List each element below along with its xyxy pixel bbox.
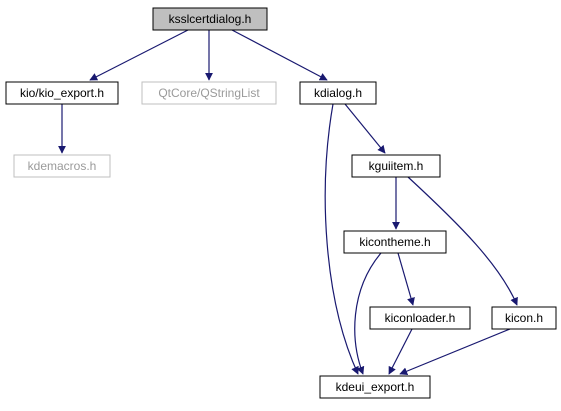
node-box [141,81,277,105]
edge-ksslcertdialog-to-kio_export [89,29,189,81]
node-box [13,154,111,178]
edge-kdialog-to-kdeui_export [324,103,359,375]
node-label: kicon.h [505,311,543,325]
node-box [491,306,557,330]
edge-kdialog-to-kguiitem [344,103,386,154]
edge-ksslcertdialog-to-kdialog [231,29,328,81]
node-label: kio/kio_export.h [20,86,104,100]
node-ksslcertdialog[interactable]: ksslcertdialog.h [152,7,268,31]
node-kiconloader[interactable]: kiconloader.h [369,306,471,330]
node-kdemacros[interactable]: kdemacros.h [13,154,111,178]
node-label: kguiitem.h [369,159,424,173]
node-box [369,306,471,330]
node-box [319,375,431,399]
node-kguiitem[interactable]: kguiitem.h [351,154,441,178]
node-kicontheme[interactable]: kicontheme.h [343,230,447,254]
node-kio_export[interactable]: kio/kio_export.h [5,81,119,105]
node-label: kdialog.h [314,86,362,100]
node-kicon[interactable]: kicon.h [491,306,557,330]
node-label: kicontheme.h [359,235,430,249]
edge-kguiitem-to-kicon [407,176,518,306]
edge-kiconloader-to-kdeui_export [388,328,413,375]
node-qstringlist[interactable]: QtCore/QStringList [141,81,277,105]
edge-kicontheme-to-kiconloader [397,252,415,306]
node-box [5,81,119,105]
node-label: kdemacros.h [28,159,97,173]
node-box [343,230,447,254]
node-box [152,7,268,31]
node-label: kdeui_export.h [336,380,415,394]
node-label: kiconloader.h [385,311,456,325]
edge-kicon-to-kdeui_export [399,328,511,375]
node-label: QtCore/QStringList [158,86,260,100]
node-kdialog[interactable]: kdialog.h [299,81,377,105]
edge-kicontheme-to-kdeui_export [354,252,382,375]
node-box [299,81,377,105]
nodes: ksslcertdialog.h kio/kio_export.h QtCore/Q… [5,7,557,399]
node-box [351,154,441,178]
node-label: ksslcertdialog.h [169,12,252,26]
node-kdeui_export[interactable]: kdeui_export.h [319,375,431,399]
edges [58,29,518,375]
